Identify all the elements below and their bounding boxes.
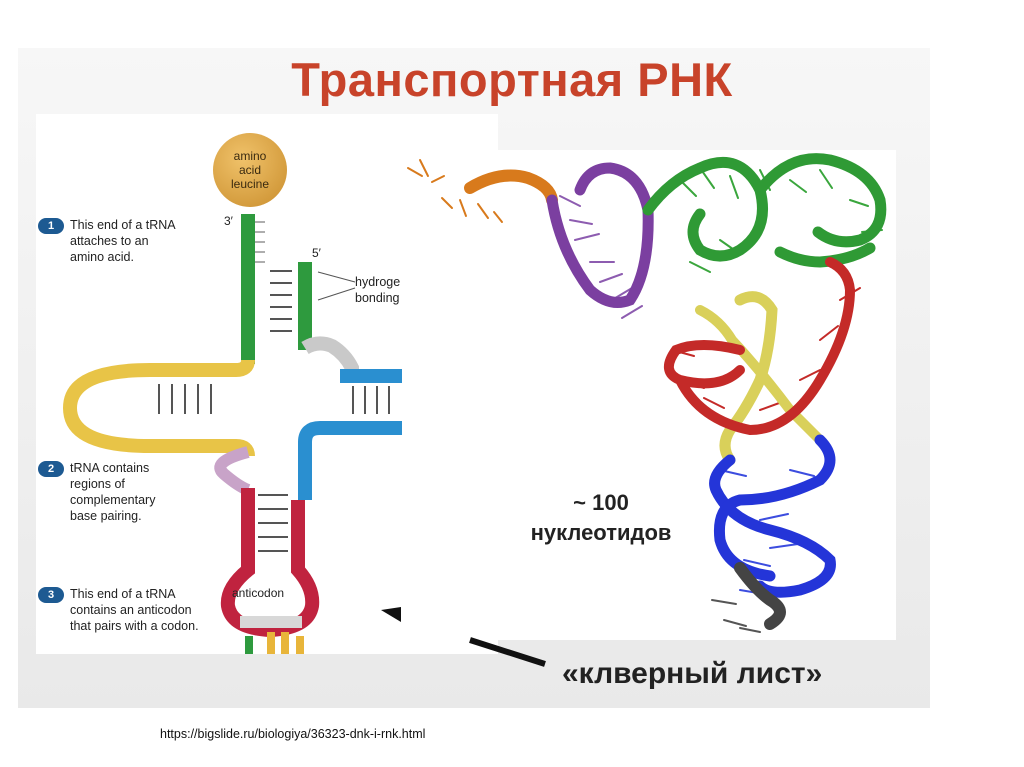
step-2-line: regions of [70,477,125,491]
three-prime-label: 3′ [224,214,233,228]
codon-strand-2 [267,632,275,654]
amino-acid-ball: amino acid leucine [213,133,287,207]
step-2-badge: 2 [38,461,64,477]
step-1-text: This end of a tRNA attaches to an amino … [70,217,176,265]
step-1-line: This end of a tRNA [70,218,176,232]
step-3-badge: 3 [38,587,64,603]
anticodon-hydrogen-bonds [258,494,288,552]
codon-strand-4 [296,636,304,654]
amino-acid-line3: leucine [230,177,270,191]
trna-3d-model [407,153,887,633]
slide-title: Транспортная РНК [291,53,733,106]
step-3-line: This end of a tRNA [70,587,176,601]
d-arm-hydrogen-bonds [158,384,212,414]
nucleotide-count-unit: нуклеотидов [530,520,672,545]
model-d-arm [664,257,856,436]
acceptor-hydrogen-bonds [270,270,292,332]
nucleotide-count-label: ~ 100 нуклеотидов [518,488,684,548]
hydrogen-bonding-label: hydroge bonding [355,274,401,306]
step-3-line: that pairs with a codon. [70,619,199,633]
t-arm-hydrogen-bonds [352,386,390,414]
cloverleaf-caption: «клверный лист» [562,657,823,690]
model-yellow-segment [719,291,778,466]
step-3-text: This end of a tRNA contains an anticodon… [70,586,199,634]
hbond-pointer-2 [317,287,356,301]
step-2-line: base pairing. [70,509,142,523]
model-yellow-segment-2 [695,305,825,445]
amino-acid-line1: amino [233,149,267,163]
hbond-pointer-1 [317,271,356,283]
source-link[interactable]: https://bigslide.ru/biologiya/36323-dnk-… [160,727,426,741]
model-t-arm-left [642,156,768,262]
codon-strand-3 [281,632,289,654]
step-1-line: attaches to an [70,234,149,248]
model-anticodon-stem-1 [709,454,836,598]
acceptor-teeth [255,221,265,263]
pointer-line [469,637,546,667]
step-1-badge: 1 [38,218,64,234]
nucleotide-count-number: ~ 100 [573,490,629,515]
hydrogen-label-line1: hydroge [355,275,401,289]
variable-loop [214,446,251,496]
cloverleaf-structure [62,214,402,654]
step-2-line: complementary [70,493,156,507]
anticodon-label: anticodon [232,586,285,600]
hydrogen-label-line2: bonding [355,291,400,305]
model-anticodon-loop [734,562,786,630]
connector-gray [301,336,359,376]
step-2-line: tRNA contains [70,461,150,475]
acceptor-stem-5prime [298,262,312,350]
t-arm-bottom [298,421,402,500]
pointer-arrowhead-left [381,607,401,622]
model-anticodon-stem-2 [713,434,836,582]
five-prime-label: 5′ [312,246,321,260]
model-nucleotide-sticks [407,159,883,633]
codon-strand-1 [245,636,253,654]
step-3-line: contains an anticodon [70,603,192,617]
amino-acid-line2: acid [238,163,261,177]
acceptor-stem-3prime [241,214,255,364]
d-arm-loop [62,359,255,457]
model-acceptor-stem [546,162,654,308]
anticodon-bases [240,616,302,628]
step-1-line: amino acid. [70,250,134,264]
step-2-text: tRNA contains regions of complementary b… [70,460,155,524]
anticodon-arm [220,488,320,638]
model-acceptor-end [464,169,558,206]
model-t-arm-right [754,153,887,268]
